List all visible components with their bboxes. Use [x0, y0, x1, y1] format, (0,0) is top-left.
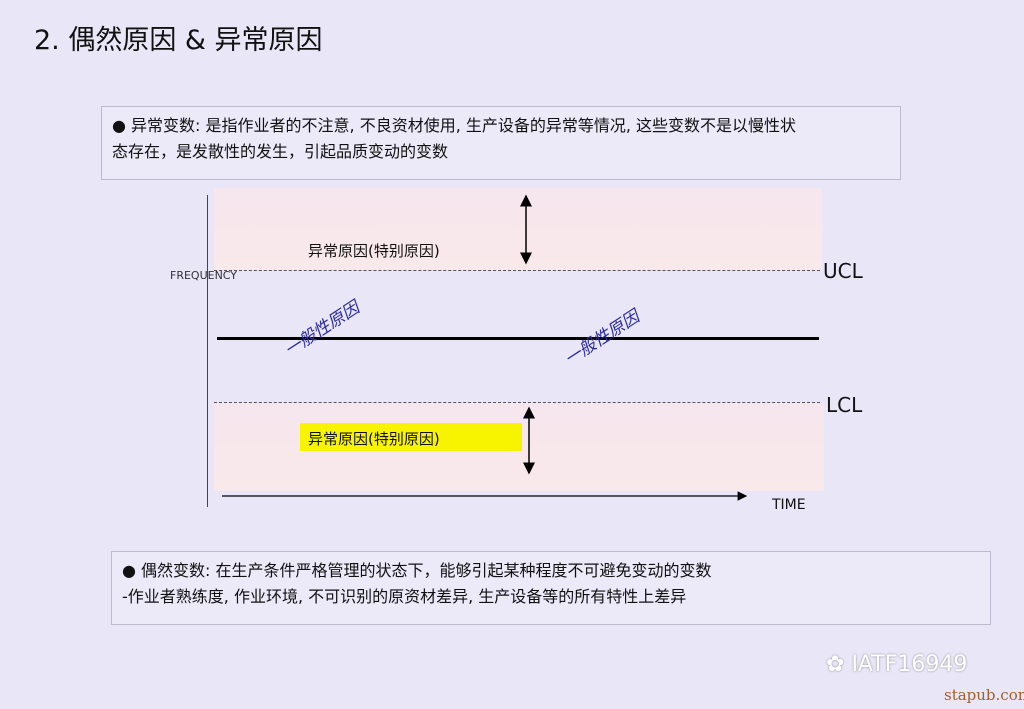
chance-line-2: -作业者熟练度, 作业环境, 不可识别的原资材差异, 生产设备等的所有特性上差异	[122, 587, 687, 606]
highlight	[300, 423, 522, 451]
abnormal-line-1: ● 异常变数: 是指作业者的不注意, 不良资材使用, 生产设备的异常等情况, 这…	[112, 116, 797, 135]
abnormal-variation-box: ● 异常变数: 是指作业者的不注意, 不良资材使用, 生产设备的异常等情况, 这…	[101, 106, 901, 180]
upper-abnormal-zone	[214, 188, 822, 270]
x-axis-label: TIME	[772, 497, 806, 513]
chance-variation-box: ● 偶然变数: 在生产条件严格管理的状态下，能够引起某种程度不可避免变动的变数 …	[111, 551, 991, 625]
center-line	[217, 337, 819, 340]
wechat-name: IATF16949	[851, 652, 968, 677]
lower-zone-label: 异常原因(特别原因)	[308, 430, 440, 448]
lcl-line	[214, 402, 820, 403]
wechat-watermark: ✿ IATF16949	[826, 652, 967, 677]
y-axis	[207, 195, 208, 507]
lcl-label: LCL	[826, 393, 863, 417]
chance-line-1: ● 偶然变数: 在生产条件严格管理的状态下，能够引起某种程度不可避免变动的变数	[122, 561, 712, 580]
abnormal-line-2: 态存在，是发散性的发生，引起品质变动的变数	[112, 142, 449, 161]
site-watermark: stapub.com	[944, 686, 1024, 704]
ucl-label: UCL	[823, 259, 863, 283]
upper-zone-label: 异常原因(特别原因)	[308, 242, 440, 260]
slide-title: 2. 偶然原因 & 异常原因	[34, 25, 323, 56]
ucl-line	[214, 270, 820, 271]
wechat-icon: ✿	[826, 652, 852, 677]
